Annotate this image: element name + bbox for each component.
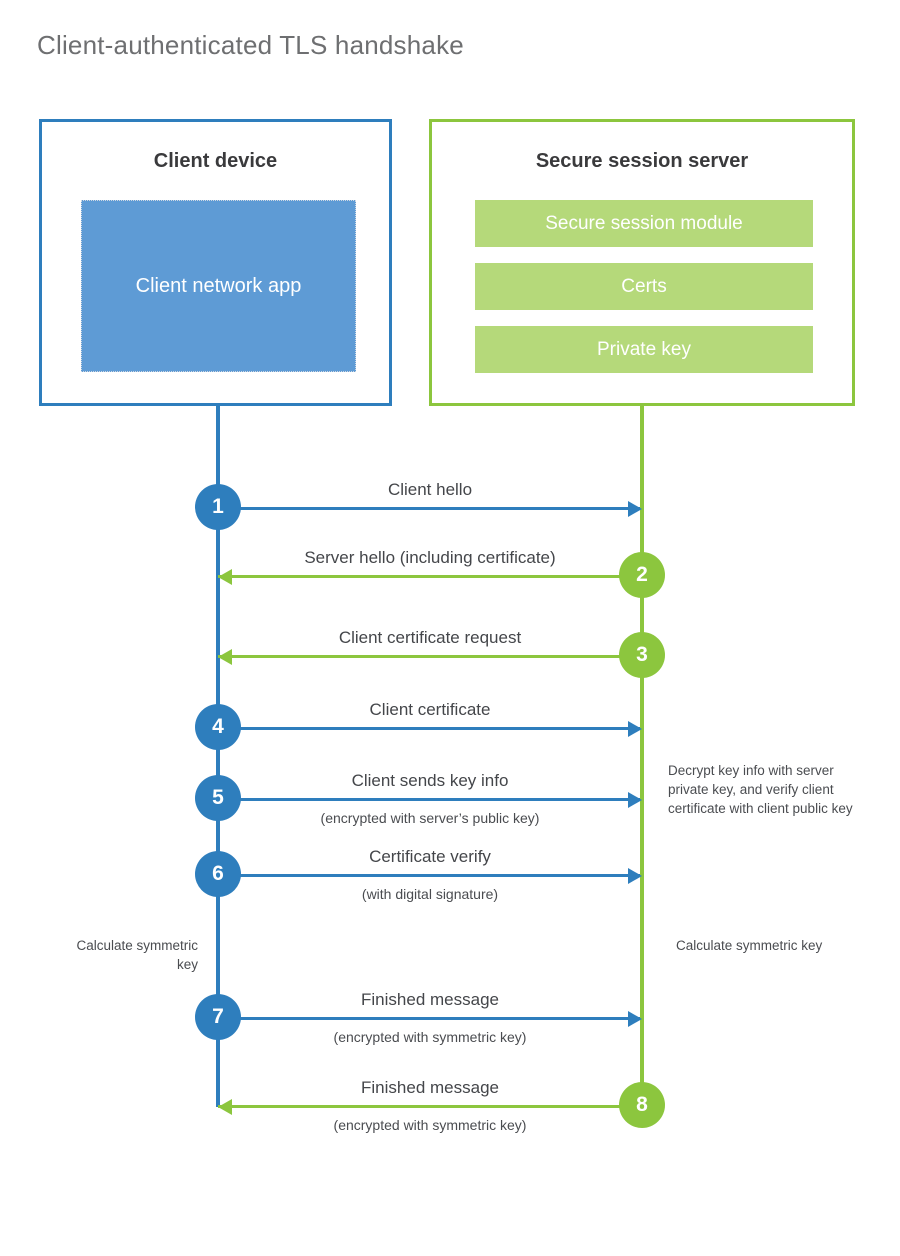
step-8-badge: 8	[619, 1082, 665, 1128]
step-4-label: Client certificate	[369, 700, 491, 719]
client-network-app-block: Client network app	[81, 200, 356, 372]
server-lifeline	[640, 405, 644, 1107]
server-component-secure-session-module: Secure session module	[475, 200, 813, 247]
step-5-sublabel: (encrypted with server’s public key)	[320, 810, 540, 826]
step-2-badge: 2	[619, 552, 665, 598]
step-8-label: Finished message	[361, 1078, 499, 1097]
note-decrypt-key-info: Decrypt key info with server private key…	[668, 763, 853, 817]
step-7-badge: 7	[195, 994, 241, 1040]
step-3-badge: 3	[619, 632, 665, 678]
step-6-badge: 6	[195, 851, 241, 897]
server-component-private-key: Private key	[475, 326, 813, 373]
client-device-box: Client device Client network app	[39, 119, 392, 406]
client-device-title: Client device	[153, 150, 278, 172]
step-6-label: Certificate verify	[369, 847, 491, 866]
step-5-badge: 5	[195, 775, 241, 821]
step-5-label: Client sends key info	[351, 771, 509, 790]
client-lifeline	[216, 405, 220, 1107]
page-title: Client-authenticated TLS handshake	[37, 30, 464, 60]
secure-session-server-title: Secure session server	[535, 150, 749, 172]
step-1-label: Client hello	[387, 480, 473, 499]
note-calculate-symmetric-key-server: Calculate symmetric key	[676, 938, 823, 953]
step-6-sublabel: (with digital signature)	[361, 886, 499, 902]
step-4-badge: 4	[195, 704, 241, 750]
step-2-label: Server hello (including certificate)	[304, 548, 556, 567]
note-calculate-symmetric-key-client: Calculate symmetric key	[76, 938, 198, 973]
step-8-sublabel: (encrypted with symmetric key)	[333, 1117, 527, 1133]
secure-session-server-box: Secure session server Secure session mod…	[429, 119, 855, 406]
server-component-certs: Certs	[475, 263, 813, 310]
step-3-label: Client certificate request	[338, 628, 522, 647]
step-7-sublabel: (encrypted with symmetric key)	[333, 1029, 527, 1045]
step-1-badge: 1	[195, 484, 241, 530]
step-7-label: Finished message	[361, 990, 499, 1009]
